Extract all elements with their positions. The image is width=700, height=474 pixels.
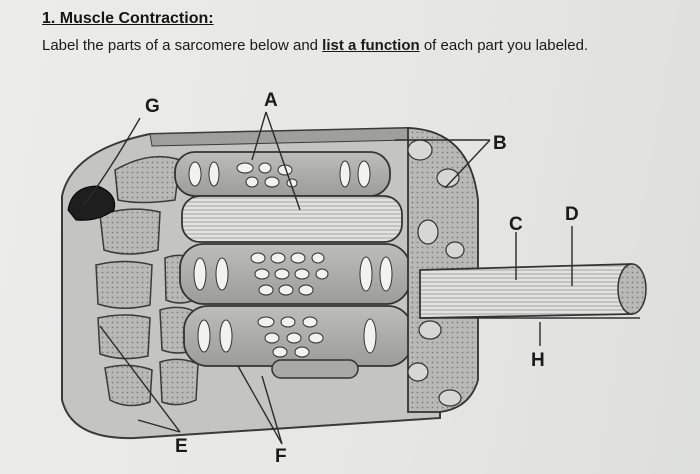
- instructions-text-end: of each part you labeled.: [419, 37, 589, 54]
- extended-myofilament: [419, 263, 647, 319]
- question-heading: 1. Muscle Contraction:: [42, 10, 214, 27]
- label-h: H: [531, 350, 545, 371]
- label-a: A: [264, 90, 278, 111]
- label-c: C: [509, 214, 523, 235]
- label-g: G: [145, 96, 160, 117]
- label-b: B: [493, 133, 507, 154]
- instructions-text-start: Label the parts of a sarcomere below and: [42, 37, 323, 54]
- label-f: F: [275, 446, 287, 467]
- label-e: E: [175, 436, 188, 457]
- instructions-emphasis: list a function: [322, 37, 420, 54]
- label-d: D: [565, 204, 579, 225]
- myofibril-bottom: [183, 305, 413, 379]
- myofibril-striped: [181, 195, 403, 243]
- nucleus: [67, 185, 116, 221]
- myofibril-middle: [179, 243, 411, 305]
- question-instructions: Label the parts of a sarcomere below and…: [42, 37, 588, 54]
- myofibril-top: [174, 151, 391, 197]
- leader-lines: [83, 111, 573, 445]
